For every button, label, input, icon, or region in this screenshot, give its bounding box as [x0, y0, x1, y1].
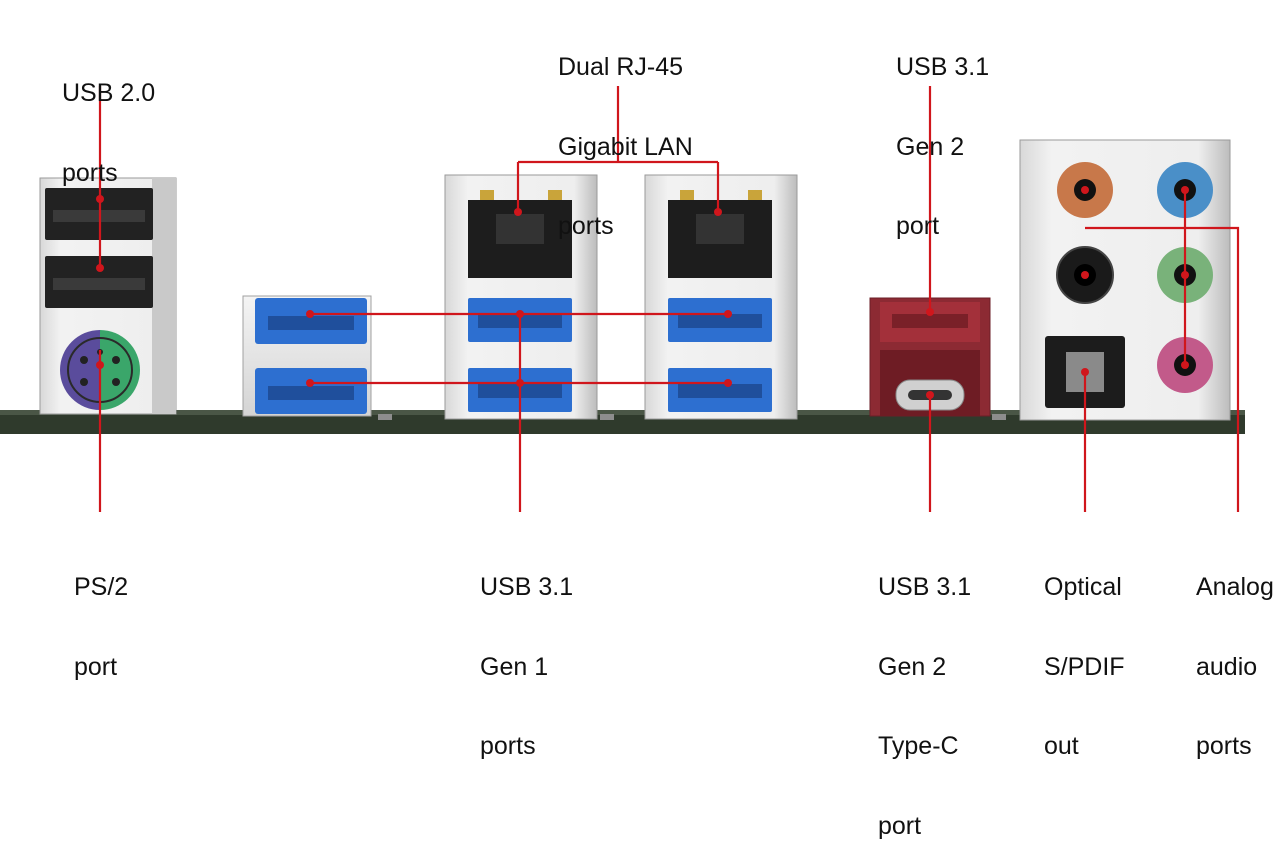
label-optical-spdif-out: Optical S/PDIF out	[1044, 573, 1125, 760]
label-usb31-gen1-ports: USB 3.1 Gen 1 ports	[480, 573, 574, 760]
leader-lines	[98, 86, 1240, 512]
label-ps2-port: PS/2 port	[74, 573, 129, 681]
lan-usb-column-1	[444, 174, 598, 420]
usb20-ps2-stack	[39, 177, 177, 415]
label-analog-audio-ports: Analog audio ports	[1196, 573, 1274, 760]
label-rj45-ports: Dual RJ-45 Gigabit LAN ports	[558, 53, 693, 240]
motherboard-io-diagram	[0, 86, 1245, 512]
label-usb31-gen2-typec-port: USB 3.1 Gen 2 Type-C port	[878, 573, 972, 840]
lan-usb-column-2	[644, 174, 798, 420]
label-usb20-ports: USB 2.0 ports	[62, 79, 156, 187]
leader-rj45	[516, 86, 720, 212]
leader-dots	[96, 186, 1189, 399]
audio-panel	[1019, 139, 1231, 421]
usb31-gen2-stack	[869, 297, 991, 417]
label-usb31-gen2-port: USB 3.1 Gen 2 port	[896, 53, 990, 240]
